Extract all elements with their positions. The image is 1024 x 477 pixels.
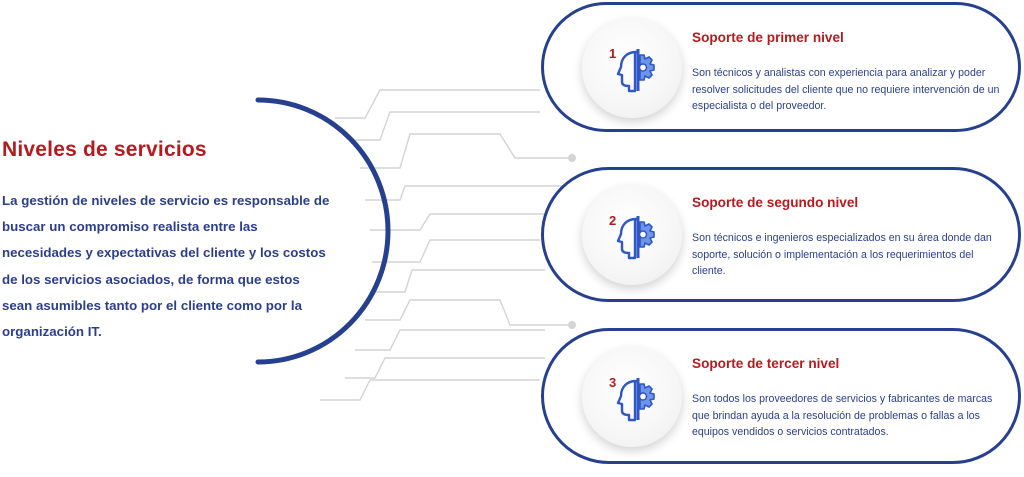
page-description: La gestión de niveles de servicio es res… [2, 193, 330, 340]
level-card-2: 2 Soporte de segundo nivel Son técnicos … [541, 167, 1021, 302]
level-description: Son todos los proveedores de servicios y… [692, 393, 993, 438]
level-number: 1 [609, 46, 617, 61]
page-title: Niveles de servicios [2, 138, 207, 161]
head-gear-icon [616, 378, 655, 422]
head-gear-icon [616, 49, 655, 93]
level-icon-circle: 2 [582, 185, 682, 285]
level-card-1: 1 Soporte de primer nivel Son técnicos y… [541, 2, 1021, 132]
level-title: Soporte de primer nivel [692, 30, 844, 45]
level-icon-circle: 3 [582, 347, 682, 447]
head-gear-icon [616, 216, 655, 260]
level-title: Soporte de segundo nivel [692, 195, 859, 210]
level-icon-circle: 1 [582, 18, 682, 118]
level-title: Soporte de tercer nivel [692, 356, 840, 371]
level-description: Son técnicos e ingenieros especializados… [692, 232, 992, 277]
level-number: 3 [609, 375, 617, 390]
level-description: Son técnicos y analistas con experiencia… [692, 67, 1000, 112]
level-number: 2 [609, 213, 617, 228]
level-card-3: 3 Soporte de tercer nivel Son todos los … [541, 328, 1021, 464]
